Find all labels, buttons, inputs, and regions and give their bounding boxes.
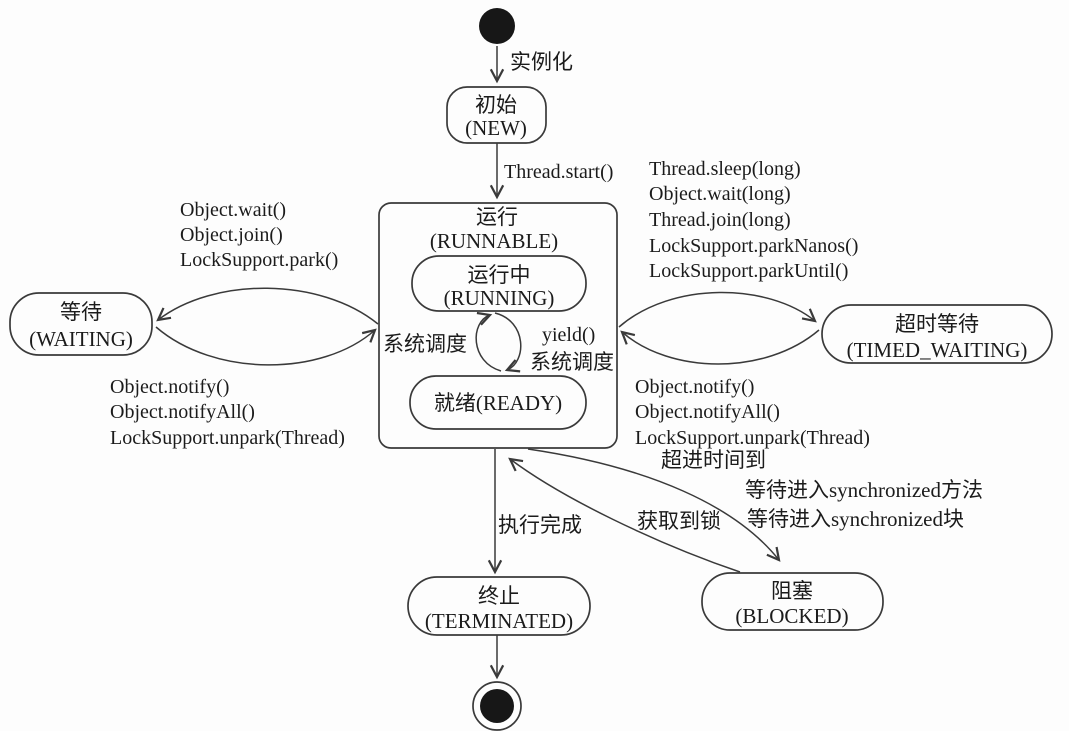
label-locksupport-unpark-left: LockSupport.unpark(Thread) [110,427,345,449]
label-locksupport-parkuntil: LockSupport.parkUntil() [649,260,848,282]
transition-timed-waiting-to-runnable-arrow [620,329,820,365]
state-blocked: 阻塞 (BLOCKED) [701,572,884,631]
label-object-join: Object.join() [180,224,283,246]
label-locksupport-park: LockSupport.park() [180,249,338,271]
label-thread-join-long: Thread.join(long) [649,209,791,231]
label-object-wait-long: Object.wait(long) [649,183,791,205]
label-wait-sync-block: 等待进入synchronized块 [747,507,964,531]
state-blocked-box [701,572,884,631]
state-running-label-en: (RUNNING) [444,286,555,310]
state-runnable-label-zh: 运行 [476,205,518,229]
state-waiting-box [9,292,153,356]
label-timeout-elapsed: 超进时间到 [661,448,766,472]
state-timed-waiting-box [821,304,1053,364]
transition-runnable-to-waiting-arrow [156,287,379,325]
transition-runnable-to-blocked-labels: 等待进入synchronized方法 等待进入synchronized块 [745,478,983,531]
state-terminated-label-en: (TERMINATED) [425,609,573,633]
transition-blocked-to-runnable-label: 获取到锁 [637,509,721,533]
state-terminated-label-zh: 终止 [478,584,520,608]
transition-runnable-to-waiting-labels: Object.wait() Object.join() LockSupport.… [180,199,338,271]
label-wait-sync-method: 等待进入synchronized方法 [745,478,983,502]
transition-start-label: Thread.start() [504,161,613,183]
label-object-notifyall-right: Object.notifyAll() [635,401,780,423]
label-object-notify-left: Object.notify() [110,376,229,398]
label-locksupport-unpark-right: LockSupport.unpark(Thread) [635,427,870,449]
transition-running-to-ready-label-yield: yield() [542,324,595,346]
initial-state-icon [479,8,515,44]
state-ready-label: 就绪(READY) [434,391,562,415]
state-ready-box [409,375,587,430]
label-thread-sleep: Thread.sleep(long) [649,158,801,180]
state-running-label-zh: 运行中 [468,263,531,287]
state-ready: 就绪(READY) [409,375,587,430]
final-state-inner-dot [480,689,514,723]
transition-running-to-ready-arrow [494,312,522,373]
transition-blocked-to-runnable-arrow [508,457,741,573]
transition-timed-waiting-to-runnable-labels: Object.notify() Object.notifyAll() LockS… [635,376,870,472]
transition-runnable-to-blocked-arrow [527,448,781,562]
label-locksupport-parknanos: LockSupport.parkNanos() [649,235,858,257]
state-timed-waiting-label-en: (TIMED_WAITING) [847,338,1028,362]
state-waiting-label-zh: 等待 [60,300,102,324]
state-waiting: 等待 (WAITING) [9,292,153,356]
label-object-wait: Object.wait() [180,199,286,221]
transition-ready-to-running-arrow [475,311,502,372]
transition-ready-to-running-label: 系统调度 [383,332,467,356]
transition-runnable-to-terminated-label: 执行完成 [498,513,582,537]
state-timed-waiting: 超时等待 (TIMED_WAITING) [821,304,1053,364]
state-running: 运行中 (RUNNING) [411,255,587,312]
transition-waiting-to-runnable-labels: Object.notify() Object.notifyAll() LockS… [110,376,345,449]
state-terminated-box [407,576,591,636]
state-new: 初始 (NEW) [446,86,547,144]
state-running-box [411,255,587,312]
transition-instantiate-label: 实例化 [510,50,573,74]
transition-runnable-to-timed-waiting-arrow [618,291,817,328]
label-object-notify-right: Object.notify() [635,376,754,398]
state-blocked-label-zh: 阻塞 [771,579,813,603]
state-blocked-label-en: (BLOCKED) [735,604,848,628]
label-object-notifyall-left: Object.notifyAll() [110,401,255,423]
state-waiting-label-en: (WAITING) [29,327,133,351]
state-new-label-en: (NEW) [465,116,527,140]
transition-waiting-to-runnable-arrow [155,326,377,366]
state-timed-waiting-label-zh: 超时等待 [895,312,979,336]
state-new-label-zh: 初始 [475,93,517,117]
state-terminated: 终止 (TERMINATED) [407,576,591,636]
state-runnable-label-en: (RUNNABLE) [430,229,558,253]
transition-running-to-ready-label-schedule: 系统调度 [530,350,614,374]
final-state-icon [472,681,522,731]
transition-runnable-to-timed-waiting-labels: Thread.sleep(long) Object.wait(long) Thr… [649,158,858,282]
